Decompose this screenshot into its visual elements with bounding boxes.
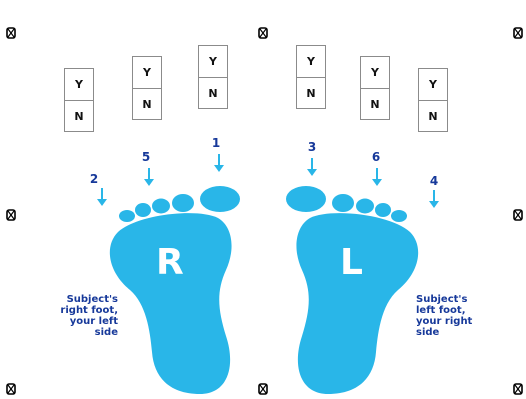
note-line: Subject's: [416, 294, 516, 305]
note-line: your left: [18, 316, 118, 327]
toe-number-1: 1: [208, 136, 224, 150]
note-line: right foot,: [18, 305, 118, 316]
right-foot-letter: R: [156, 242, 184, 283]
note-line: Subject's: [18, 294, 118, 305]
left-foot: [286, 186, 418, 394]
arrow-down-icon: [371, 168, 383, 186]
toe-number-4: 4: [426, 174, 442, 188]
toe-number-5: 5: [138, 150, 154, 164]
note-line: left foot,: [416, 305, 516, 316]
arrow-down-icon: [213, 154, 225, 172]
note-line: side: [416, 327, 516, 338]
left-foot-note: Subject's left foot, your right side: [416, 294, 516, 338]
left-foot-letter: L: [340, 242, 363, 283]
arrow-down-icon: [306, 158, 318, 176]
note-line: side: [18, 327, 118, 338]
arrow-down-icon: [428, 190, 440, 208]
toe-number-2: 2: [86, 172, 102, 186]
arrow-down-icon: [96, 188, 108, 206]
toe-number-3: 3: [304, 140, 320, 154]
arrow-down-icon: [143, 168, 155, 186]
right-foot-note: Subject's right foot, your left side: [18, 294, 118, 338]
toe-number-6: 6: [368, 150, 384, 164]
right-foot: [110, 186, 240, 394]
note-line: your right: [416, 316, 516, 327]
